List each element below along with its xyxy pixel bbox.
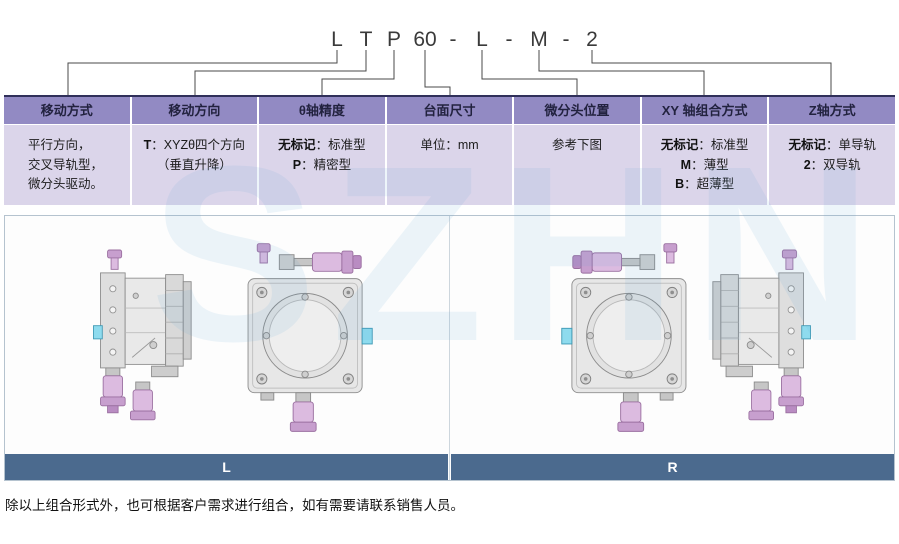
code-char: 60 <box>413 28 437 51</box>
spec-col-7: Z轴方式 无标记：单导轨 2：双导轨 <box>769 97 895 205</box>
figure-label-right: R <box>451 454 894 480</box>
column-body: 平行方向， 交叉导轨型， 微分头驱动。 <box>4 125 130 205</box>
spec-col-2: 移动方向 T：XYZθ四个方向 （垂直升降） <box>131 97 258 205</box>
spec-col-5: 微分头位置 参考下图 <box>514 97 640 205</box>
code-char: T <box>359 28 373 51</box>
spec-line: （垂直升降） <box>156 157 232 172</box>
code-char: M <box>530 28 548 51</box>
spec-table: 移动方式 平行方向， 交叉导轨型， 微分头驱动。 移动方向 T：XYZθ四个方向… <box>4 95 895 205</box>
column-body: T：XYZθ四个方向 （垂直升降） <box>131 125 258 205</box>
column-body: 无标记：标准型 M：薄型 B：超薄型 <box>641 125 768 205</box>
spec-line: 无标记：标准型 <box>660 138 749 152</box>
spec-col-4: 台面尺寸 单位：mm <box>386 97 513 205</box>
column-body: 无标记：单导轨 2：双导轨 <box>769 125 895 205</box>
code-char: L <box>476 28 488 51</box>
column-header: θ轴精度 <box>259 97 385 124</box>
column-header: 台面尺寸 <box>386 97 513 124</box>
spec-line: 单位：mm <box>420 138 479 152</box>
column-header: 移动方式 <box>4 97 130 124</box>
column-header: 微分头位置 <box>514 97 640 124</box>
figure-divider <box>449 216 450 480</box>
spec-line: 无标记：单导轨 <box>788 138 876 152</box>
figure-label-left: L <box>5 454 448 480</box>
column-header: Z轴方式 <box>769 97 895 124</box>
footer-note: 除以上组合形式外，也可根据客户需求进行组合，如有需要请联系销售人员。 <box>5 498 464 513</box>
stage-side-view-left <box>93 249 192 421</box>
spec-line: B：超薄型 <box>675 177 735 191</box>
stage-front-view-right <box>561 243 687 432</box>
column-body: 无标记：标准型 P：精密型 <box>259 125 385 205</box>
column-body: 参考下图 <box>514 125 640 205</box>
column-header: 移动方向 <box>131 97 258 124</box>
spec-line: 参考下图 <box>552 138 603 152</box>
code-char: 2 <box>586 28 598 51</box>
code-separator: - <box>505 28 513 51</box>
spec-line: 微分头驱动。 <box>28 177 104 191</box>
spec-line: M：薄型 <box>680 157 729 172</box>
code-connector-lines <box>67 50 832 96</box>
spec-line: 2：双导轨 <box>803 157 861 172</box>
column-body: 单位：mm <box>386 125 513 205</box>
stage-side-view-right <box>712 249 811 421</box>
spec-col-1: 移动方式 平行方向， 交叉导轨型， 微分头驱动。 <box>4 97 130 205</box>
stage-front-view-left <box>247 243 373 432</box>
spec-line: 无标记：标准型 <box>278 138 366 152</box>
column-header: XY 轴组合方式 <box>641 97 768 124</box>
spec-line: T：XYZθ四个方向 <box>143 138 246 152</box>
product-figure: L R <box>4 215 895 481</box>
code-char: P <box>386 28 402 51</box>
spec-line: 平行方向， <box>28 138 91 152</box>
spec-col-3: θ轴精度 无标记：标准型 P：精密型 <box>259 97 385 205</box>
code-separator: - <box>562 28 570 51</box>
spec-line: P：精密型 <box>292 157 352 172</box>
spec-col-6: XY 轴组合方式 无标记：标准型 M：薄型 B：超薄型 <box>641 97 768 205</box>
code-separator: - <box>449 28 457 51</box>
spec-line: 交叉导轨型， <box>28 157 104 172</box>
code-char: L <box>331 28 343 51</box>
stage-illustrations <box>93 243 811 432</box>
